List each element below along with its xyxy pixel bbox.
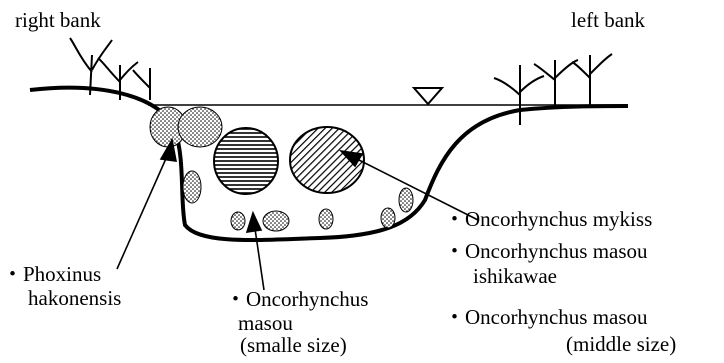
habitat-phoxinus-bottom (263, 211, 289, 231)
phoxinus-name-line2: hakonensis (28, 286, 121, 310)
masou-small-line3: (smalle size) (240, 333, 347, 357)
ishikawae-label: ・Oncorhynchus masou (444, 239, 648, 263)
bullet-point: ・ (444, 207, 465, 231)
left-bank-label: left bank (571, 8, 645, 32)
masou-small-line1: Oncorhynchus (246, 287, 368, 311)
masou-small-label: ・Oncorhynchus (225, 287, 368, 311)
water-level-marker-icon (414, 88, 442, 104)
phoxinus-name-line1: Phoxinus (23, 262, 101, 286)
habitat-phoxinus-bottom (319, 209, 333, 229)
right-bank-label: right bank (15, 8, 101, 32)
ishikawae-name-line2: ishikawae (473, 264, 557, 288)
bullet-point: ・ (225, 287, 246, 311)
masou-small-line2: masou (238, 311, 293, 335)
habitat-masou-small (214, 128, 278, 194)
habitat-phoxinus-bank-zone-2 (178, 107, 222, 147)
masou-middle-label: ・Oncorhynchus masou (444, 305, 648, 329)
masou-middle-line2: (middle size) (566, 332, 676, 356)
mykiss-label: ・Oncorhynchus mykiss (444, 207, 652, 231)
phoxinus-label: ・Phoxinus (2, 262, 101, 286)
habitat-phoxinus-bottom (381, 208, 395, 228)
vegetation-left-bank-icon (494, 54, 612, 125)
mykiss-name: Oncorhynchus mykiss (465, 207, 652, 231)
habitat-phoxinus-slope (183, 171, 201, 203)
bullet-point: ・ (444, 305, 465, 329)
habitat-phoxinus-bottom (231, 212, 245, 230)
masou-middle-line1: Oncorhynchus masou (465, 305, 648, 329)
ishikawae-name-line1: Oncorhynchus masou (465, 239, 648, 263)
habitat-phoxinus-slope (399, 188, 413, 212)
bullet-point: ・ (444, 239, 465, 263)
bullet-point: ・ (2, 262, 23, 286)
